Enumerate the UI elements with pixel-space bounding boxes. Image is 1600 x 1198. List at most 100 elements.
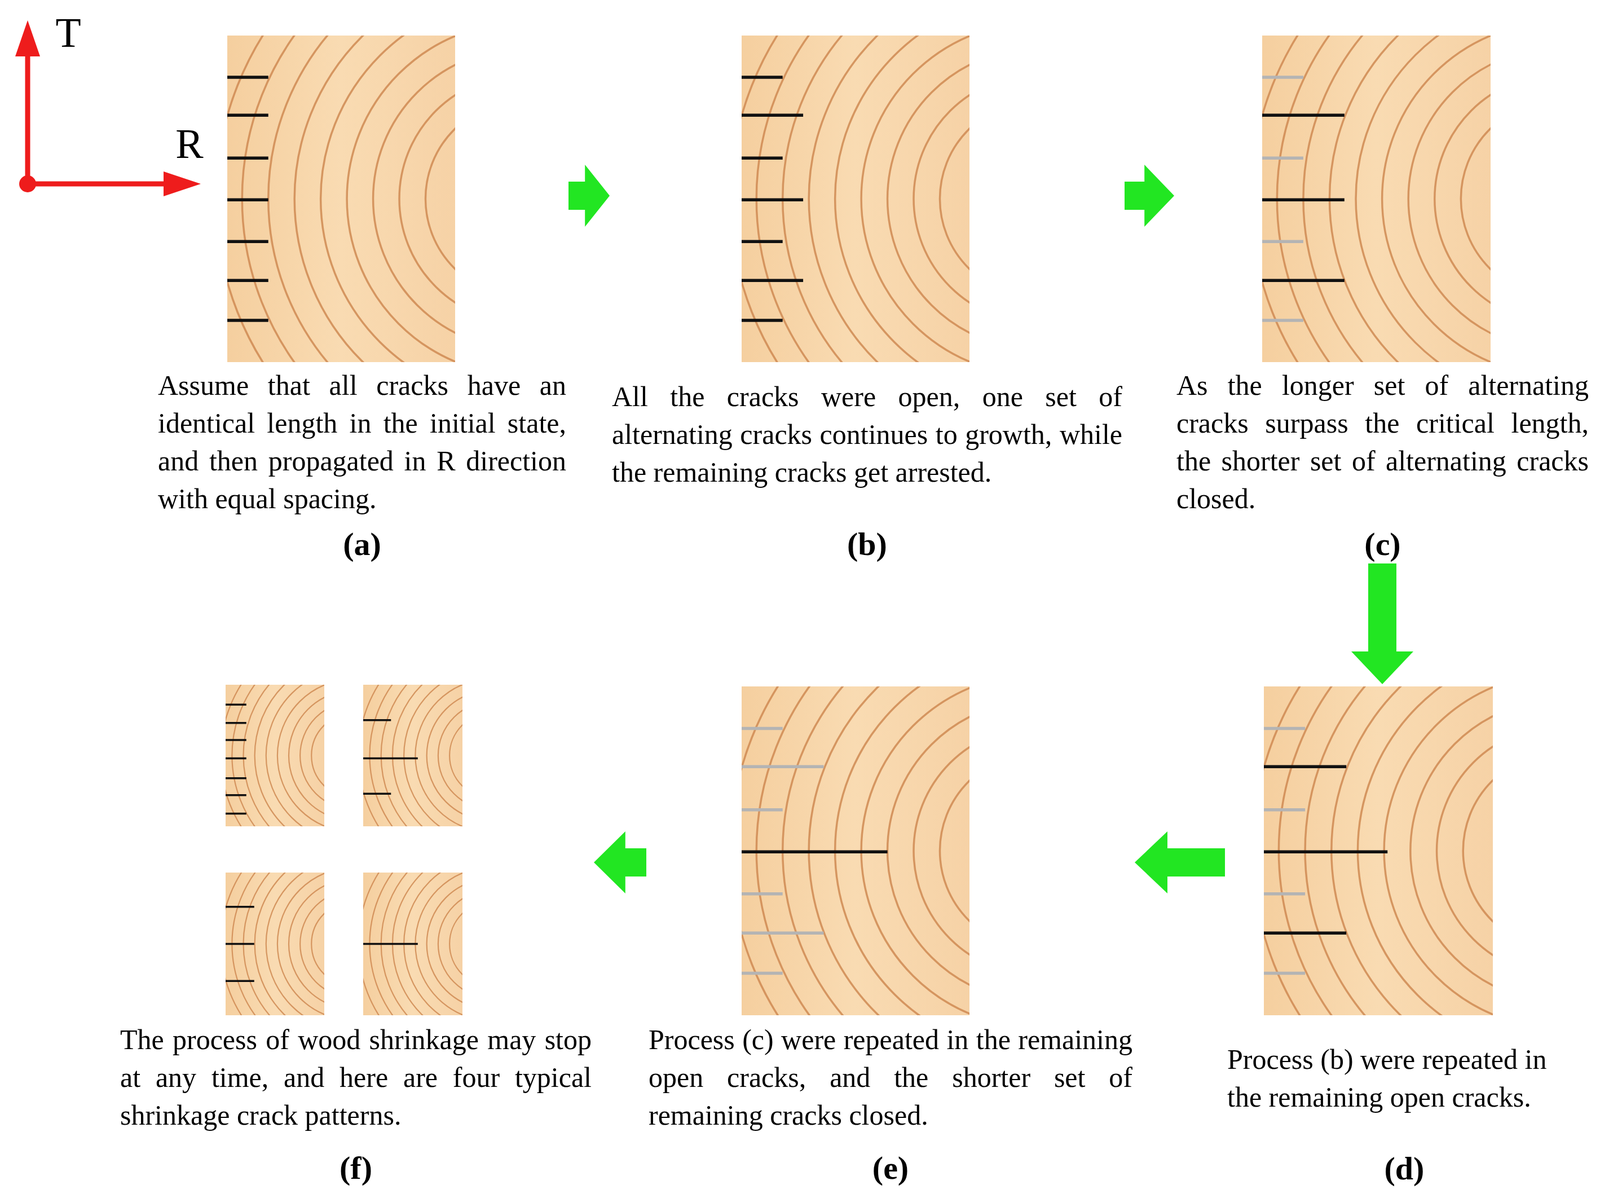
shrinkage-crack (227, 113, 269, 118)
shrinkage-crack (741, 892, 783, 896)
shrinkage-crack (1263, 971, 1306, 976)
growth-ring (449, 901, 463, 987)
growth-ring (403, 684, 463, 827)
growth-ring (1355, 35, 1491, 363)
growth-rings (1262, 35, 1491, 363)
wood-block (741, 686, 970, 1016)
wood-block (363, 684, 463, 827)
shrinkage-crack (1262, 197, 1345, 202)
growth-ring (294, 35, 456, 363)
growth-ring (1408, 47, 1491, 350)
growth-ring (438, 701, 463, 810)
stage-caption: Process (b) were repeated in the remaini… (1227, 1040, 1582, 1117)
growth-ring (254, 684, 325, 827)
growth-ring (300, 889, 325, 998)
growth-ring (741, 686, 970, 1016)
shrinkage-crack (225, 942, 255, 946)
shrinkage-crack (741, 197, 804, 202)
r-axis (27, 181, 165, 187)
shrinkage-crack (225, 738, 247, 742)
stage-caption: Process (c) were repeated in the remaini… (648, 1020, 1133, 1135)
growth-ring (939, 752, 970, 949)
shrinkage-crack (225, 905, 255, 909)
growth-rings (741, 686, 970, 1016)
shrinkage-crack (741, 113, 804, 118)
growth-rings (741, 35, 970, 363)
growth-ring (438, 889, 463, 999)
shrinkage-crack (1263, 808, 1306, 812)
growth-ring (381, 684, 463, 827)
stage-caption: The process of wood shrinkage may stop a… (120, 1020, 592, 1135)
panel-letter: (e) (648, 1151, 1133, 1185)
growth-ring (425, 100, 456, 297)
shrinkage-crack (1263, 726, 1306, 731)
growth-ring (392, 684, 463, 827)
growth-ring (311, 901, 325, 987)
panel-letter: (a) (157, 527, 567, 562)
shrinkage-crack (741, 156, 783, 160)
growth-ring (288, 878, 325, 1009)
panel-letter: (c) (1176, 527, 1589, 562)
image-space (1176, 35, 1589, 367)
growth-ring (426, 878, 463, 1009)
growth-ring (449, 712, 463, 799)
image-space (1227, 686, 1582, 1041)
growth-ring (913, 74, 970, 323)
growth-ring (241, 35, 456, 363)
wood-block (1262, 35, 1491, 363)
image-space (611, 35, 1123, 378)
growth-ring (426, 689, 463, 821)
shrinkage-crack (741, 726, 783, 731)
shrinkage-crack (225, 812, 247, 815)
flow-arrow (1124, 164, 1175, 227)
shrinkage-crack (741, 75, 783, 79)
shrinkage-crack (225, 980, 255, 983)
growth-ring (1460, 100, 1491, 297)
growth-ring (861, 35, 970, 363)
shrinkage-crack (741, 240, 783, 244)
growth-ring (887, 700, 970, 1002)
image-space (648, 686, 1133, 1021)
stage-caption: Assume that all cracks have an identical… (157, 366, 567, 518)
growth-ring (300, 701, 325, 810)
growth-ring (887, 48, 970, 350)
growth-rings (363, 684, 463, 827)
growth-ring (399, 74, 456, 323)
growth-ring (782, 35, 970, 363)
growth-ring (346, 35, 456, 363)
growth-ring (227, 35, 456, 363)
shrinkage-crack (741, 318, 783, 323)
growth-rings (225, 684, 325, 827)
growth-ring (1437, 725, 1493, 976)
growth-ring (373, 48, 456, 350)
wood-block (225, 684, 325, 827)
growth-rings (363, 872, 463, 1016)
r-axis-head (163, 171, 201, 197)
shrinkage-crack (1263, 849, 1388, 854)
growth-ring (1263, 686, 1493, 1016)
growth-ring (741, 35, 970, 363)
shrinkage-crack (741, 931, 824, 936)
growth-ring (266, 684, 325, 827)
shrinkage-crack (363, 757, 418, 760)
panel-letter: (b) (611, 527, 1123, 562)
growth-ring (415, 684, 463, 827)
growth-ring (1434, 74, 1491, 324)
growth-ring (363, 872, 463, 1016)
t-axis-head (15, 20, 41, 57)
process-stage: The process of wood shrinkage may stop a… (120, 684, 592, 1185)
growth-ring (225, 684, 325, 827)
wood-block (1263, 686, 1493, 1016)
axis-label: T (55, 10, 81, 56)
growth-ring (939, 100, 970, 297)
growth-ring (225, 872, 325, 1016)
shrinkage-crack (1263, 931, 1347, 936)
shrinkage-crack (225, 777, 247, 780)
shrinkage-crack (225, 757, 247, 760)
panel-letter: (d) (1227, 1151, 1582, 1186)
shrinkage-crack (1262, 113, 1345, 118)
growth-ring (268, 35, 456, 363)
growth-ring (1262, 35, 1491, 363)
